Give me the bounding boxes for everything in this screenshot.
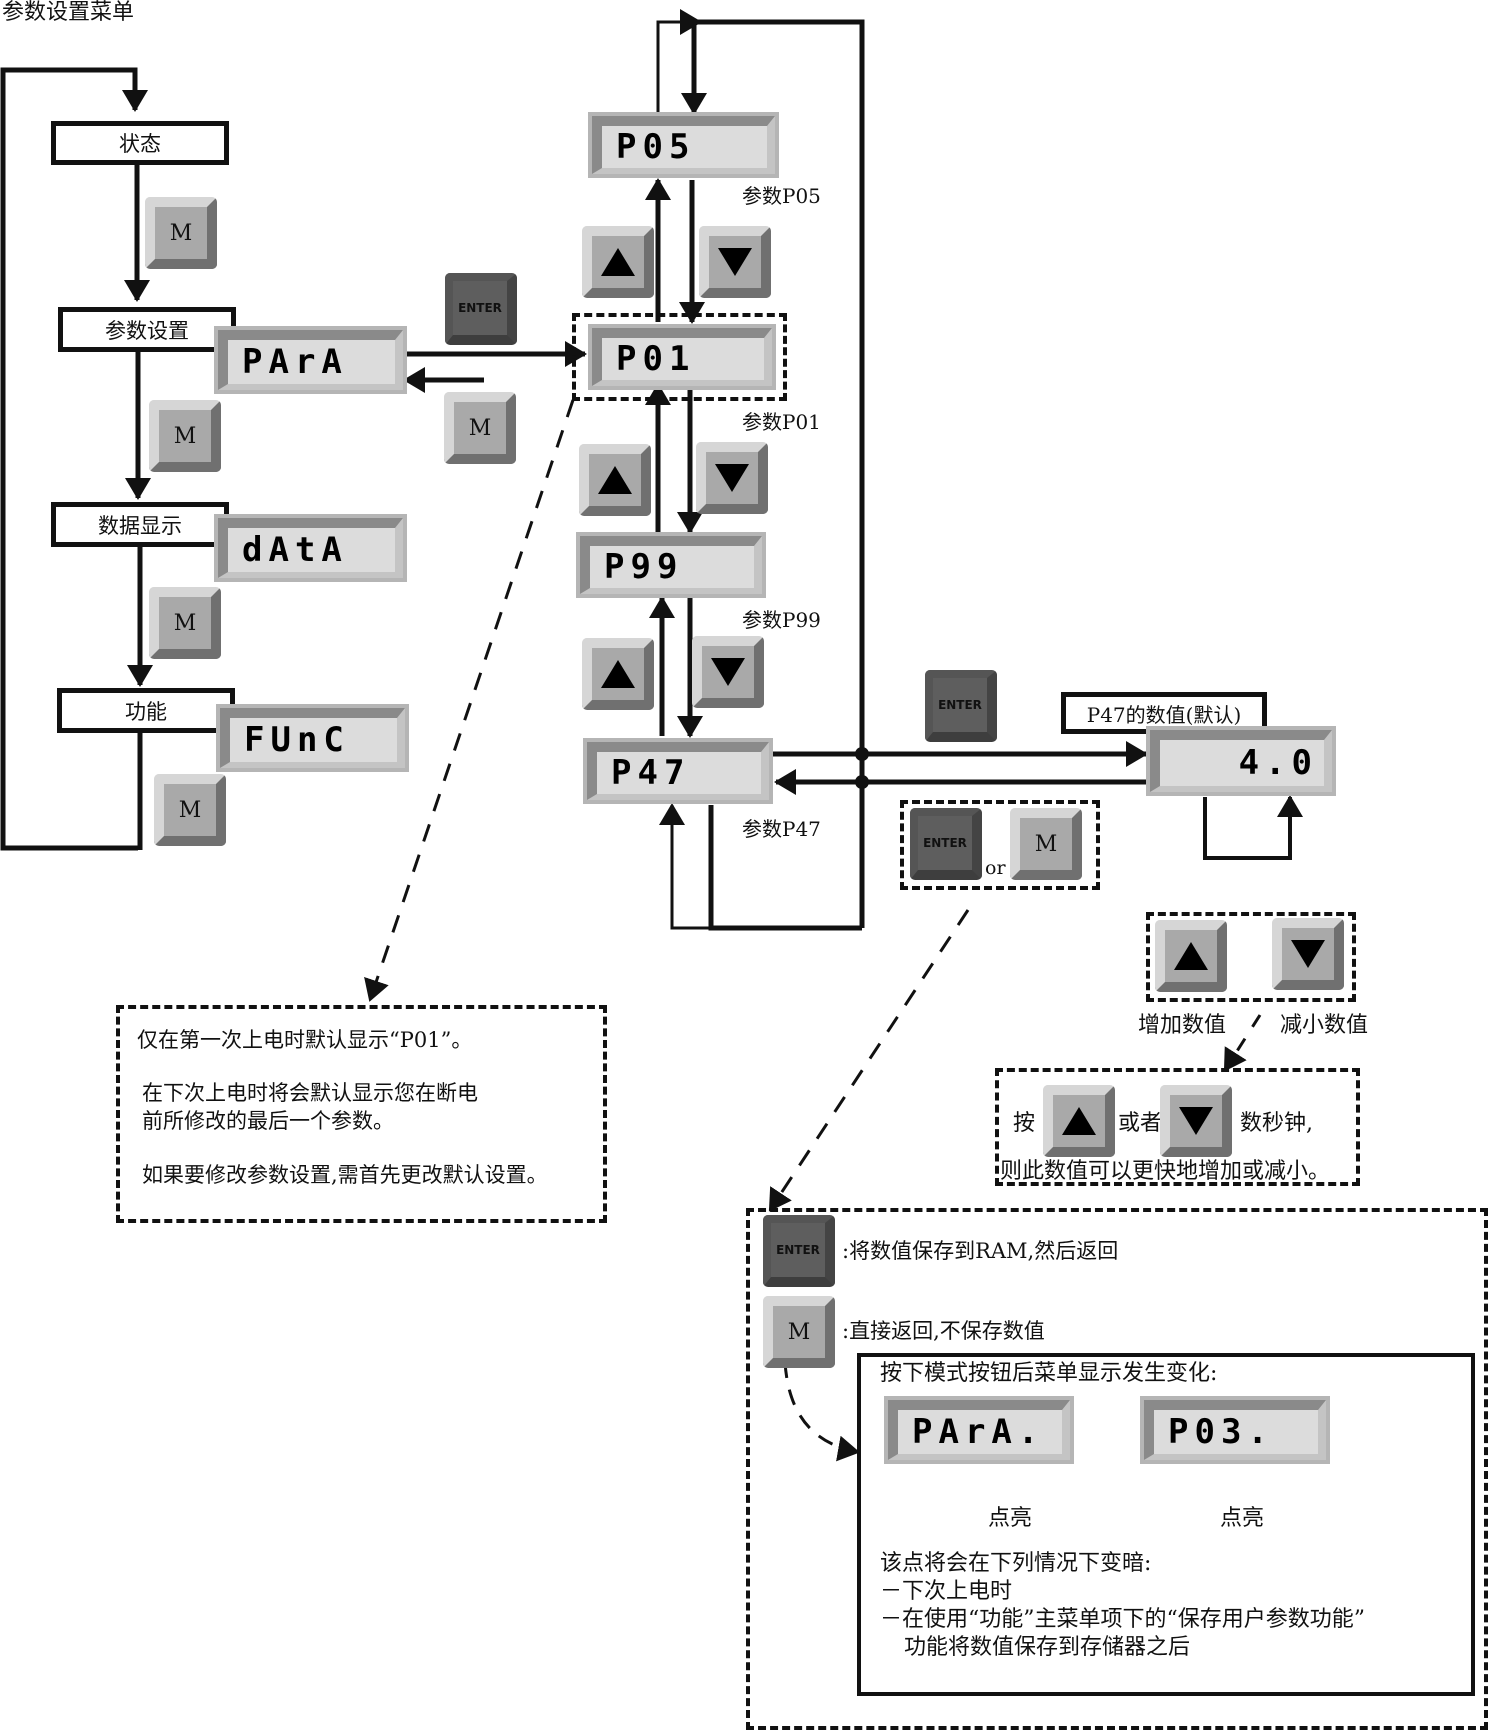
state-box-param-setting[interactable]: 参数设置 [58,307,236,352]
m-description: :直接返回,不保存数值 [842,1319,1045,1343]
loop-line [0,67,148,851]
note-line-1: 仅在第一次上电时默认显示“P01”。 [137,1028,473,1052]
top-wrap-right [681,19,865,928]
top-wrap-left [656,9,702,113]
up-arrow-icon [601,660,635,688]
down-key[interactable] [699,226,771,298]
caption-p99: 参数P99 [742,608,821,632]
junction-dot [855,747,869,761]
enter-key[interactable]: ENTER [925,670,997,742]
up-arrow-icon [598,466,632,494]
decrease-key[interactable] [1272,918,1344,990]
hold-hint-box [995,1068,1360,1186]
up-arrow-icon [1174,942,1208,970]
dim-item-2: －在使用“功能”主菜单项下的“保存用户参数功能” [880,1607,1365,1632]
lcd-p01: P01 [592,328,772,386]
increase-label: 增加数值 [1138,1013,1227,1038]
enter-key[interactable]: ENTER [445,273,517,345]
caption-p01: 参数P01 [742,410,821,434]
up-key[interactable] [1043,1085,1115,1157]
mode-change-title: 按下模式按钮后菜单显示发生变化: [880,1361,1218,1386]
junction-dot [855,775,869,789]
lcd-p99: P99 [580,536,762,594]
down-key[interactable] [1160,1085,1232,1157]
state-box-function[interactable]: 功能 [57,688,235,733]
first-power-note [116,1005,607,1223]
lcd-para: PArA [218,330,403,390]
enter-key[interactable]: ENTER [910,808,982,880]
updown-group [1146,912,1356,1002]
m-key[interactable]: M [154,774,226,846]
lit-label-1: 点亮 [988,1506,1033,1531]
up-key[interactable] [582,638,654,710]
note-line-3: 前所修改的最后一个参数。 [142,1109,394,1133]
lcd-p03-dot: P03. [1144,1400,1326,1460]
state-box-status[interactable]: 状态 [51,121,229,165]
dim-title: 该点将会在下列情况下变暗: [880,1551,1152,1576]
m-key[interactable]: M [149,400,221,472]
down-arrow-icon [711,658,745,686]
note-line-2: 在下次上电时将会默认显示您在断电 [142,1081,478,1105]
enter-key[interactable]: ENTER [763,1215,835,1287]
lcd-func: FUnC [220,708,405,768]
m-key[interactable]: M [763,1296,835,1368]
up-arrow-icon [1062,1107,1096,1135]
lcd-p47: P47 [587,742,769,800]
m-key[interactable]: M [145,197,217,269]
m-key[interactable]: M [444,392,516,464]
up-key[interactable] [579,444,651,516]
caption-p05: 参数P05 [742,184,821,208]
lcd-p05: P05 [592,116,775,174]
updown-hold-pointer [1223,1014,1262,1072]
lit-label-2: 点亮 [1220,1506,1265,1531]
or-label: or [985,857,1006,879]
enter-m-note-pointer [768,909,970,1212]
hold-seconds-text: 数秒钟, [1240,1111,1313,1136]
dim-item-3: 功能将数值保存到存储器之后 [904,1635,1191,1660]
m-key[interactable]: M [1010,808,1082,880]
hold-or-text: 或者 [1118,1111,1163,1136]
default-param-highlight [572,313,787,401]
lcd-data: dAtA [218,518,403,578]
down-key[interactable] [696,442,768,514]
lcd-value: 4.0 [1150,730,1332,792]
up-arrow-icon [601,248,635,276]
down-arrow-icon [718,248,752,276]
dim-item-1: －下次上电时 [880,1579,1013,1604]
increase-key[interactable] [1155,920,1227,992]
p01-note-pointer [364,399,575,1002]
lcd-para-dot: PArA. [888,1400,1070,1460]
save-behavior-note [746,1208,1488,1730]
hold-line2: 则此数值可以更快地增加或减小。 [1000,1159,1331,1184]
m-inner-pointer [783,1361,860,1462]
hold-press-text: 按 [1013,1111,1036,1136]
caption-p47: 参数P47 [742,817,821,841]
value-self-loop [1203,795,1303,860]
state-box-data-display[interactable]: 数据显示 [51,502,229,547]
down-key[interactable] [692,636,764,708]
note-line-4: 如果要修改参数设置,需首先更改默认设置。 [142,1163,548,1187]
decrease-label: 减小数值 [1280,1013,1369,1038]
enter-description: :将数值保存到RAM,然后返回 [842,1239,1119,1263]
m-key[interactable]: M [149,587,221,659]
enter-or-m-group [900,800,1100,890]
bottom-wrap-left [659,803,711,930]
down-arrow-icon [1291,940,1325,968]
down-arrow-icon [715,464,749,492]
up-key[interactable] [582,226,654,298]
value-label: P47的数值(默认) [1061,692,1267,734]
down-arrow-icon [1179,1107,1213,1135]
page-title: 参数设置菜单 [2,0,135,25]
